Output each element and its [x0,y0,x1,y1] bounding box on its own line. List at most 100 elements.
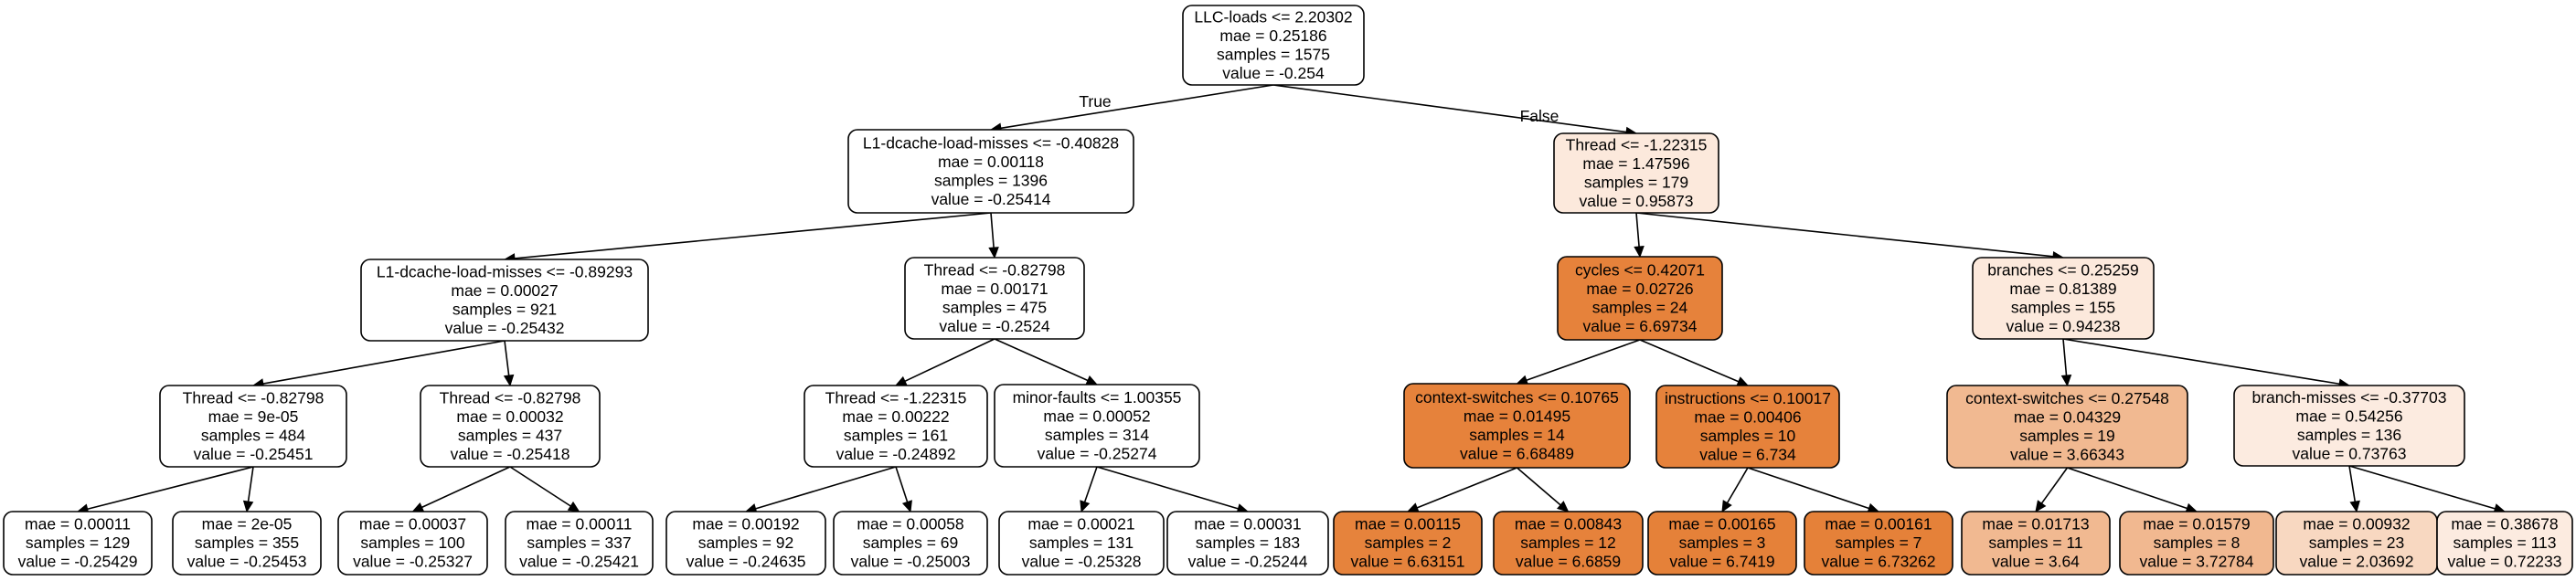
node-text-line: samples = 11 [1988,533,2082,552]
edge-line [1272,84,1627,133]
tree-edge-n0-n2: False [1272,84,1638,138]
tree-edge-n10-n21 [1080,466,1098,513]
node-text-line: samples = 113 [2453,533,2556,552]
edge-arrowhead [2349,500,2360,513]
node-text-line: value = -0.25328 [1022,553,1142,571]
edge-arrowhead [988,247,999,259]
edge-arrowhead [567,501,580,512]
node-text-line: samples = 92 [698,533,794,552]
node-text-line: mae = 0.00032 [456,407,563,426]
tree-edge-n11-n23 [1406,467,1517,513]
node-text-line: value = 3.66343 [2010,445,2124,463]
node-box [994,384,1200,468]
edge-line [990,212,995,248]
node-text-line: Thread <= -1.22315 [825,388,967,407]
edge-arrowhead [1406,502,1420,513]
node-box [159,385,347,468]
tree-edge-n14-n30 [2348,465,2507,514]
node-text-line: mae = 0.00031 [1194,515,1301,533]
tree-edge-n2-n6 [1635,212,2065,262]
tree-edge-n6-n13 [2060,338,2072,387]
edge-line [87,466,254,511]
node-box [337,511,488,576]
node-text-line: value = 0.94238 [2006,317,2120,335]
node-text-line: mae = 0.00932 [2303,515,2410,533]
edge-line [904,338,995,383]
node-box [1804,511,1953,576]
tree-edge-n7-n16 [242,466,254,513]
node-text-line: minor-faults <= 1.00355 [1013,388,1182,407]
node-text-line: mae = 0.00406 [1694,407,1801,426]
node-box [833,511,988,576]
edge-line [1000,84,1274,130]
node-text-line: value = -0.24635 [687,553,806,571]
node-text-line: value = -0.25432 [445,319,565,337]
node-text-line: Thread <= -0.82798 [924,260,1066,279]
node-text-line: mae = 9e-05 [208,407,299,426]
edge-arrowhead [1721,500,1732,513]
node-text-line: mae = 0.02726 [1586,280,1693,298]
node-text-line: instructions <= 0.10017 [1665,389,1831,407]
edge-arrowhead [1557,501,1570,512]
edge-arrowhead [503,374,515,387]
node-box [1333,511,1483,576]
node-text-line: mae = 0.00843 [1515,515,1622,533]
edge-arrowhead [894,375,908,386]
edge-arrowhead [1634,246,1645,259]
tree-edge-n5-n11 [1516,339,1641,386]
node-box [1961,511,2111,576]
edge-arrowhead [2035,500,2047,512]
node-text-line: mae = 0.00192 [692,515,799,533]
edge-arrowhead [1085,375,1099,386]
node-text-line: LLC-loads <= 2.20302 [1194,7,1352,26]
node-text-line: value = 6.734 [1699,445,1796,463]
tree-edge-n1-n3 [503,212,992,264]
edge-line [509,466,571,507]
node-text-line: value = -0.25327 [353,553,473,571]
edge-line [2067,467,2187,510]
node-text-line: value = 6.6859 [1516,553,1621,571]
node-text-line: samples = 23 [2309,533,2405,552]
node-box [1403,383,1631,469]
node-text-line: mae = 1.47596 [1582,154,1689,173]
edge-label-false: False [1520,107,1559,125]
tree-edge-n4-n9 [894,338,995,386]
node-text-line: mae = 0.00161 [1825,515,1932,533]
edge-line [504,340,510,376]
node-text-line: mae = 0.00118 [938,153,1044,171]
tree-edge-n10-n22 [1096,466,1250,514]
node-text-line: samples = 8 [2154,533,2241,552]
node-text-line: mae = 0.01579 [2143,515,2250,533]
node-box [1553,132,1719,214]
edge-line [994,338,1089,382]
node-box [847,129,1134,214]
node-text-line: value = -0.25244 [1188,553,1308,571]
node-box [360,259,649,342]
edge-line [1416,467,1517,509]
node-box [3,511,153,576]
tree-edge-n12-n26 [1747,467,1880,513]
tree-edge-n9-n19 [744,466,897,514]
node-text-line: samples = 10 [1700,427,1796,445]
node-text-line: mae = 0.81389 [2009,280,2116,298]
node-box [904,257,1085,340]
node-text-line: samples = 161 [844,426,948,444]
node-text-line: value = -0.2524 [939,317,1049,335]
edge-line [1639,339,1740,383]
node-text-line: samples = 100 [360,533,465,552]
node-text-line: samples = 3 [1679,533,1766,552]
